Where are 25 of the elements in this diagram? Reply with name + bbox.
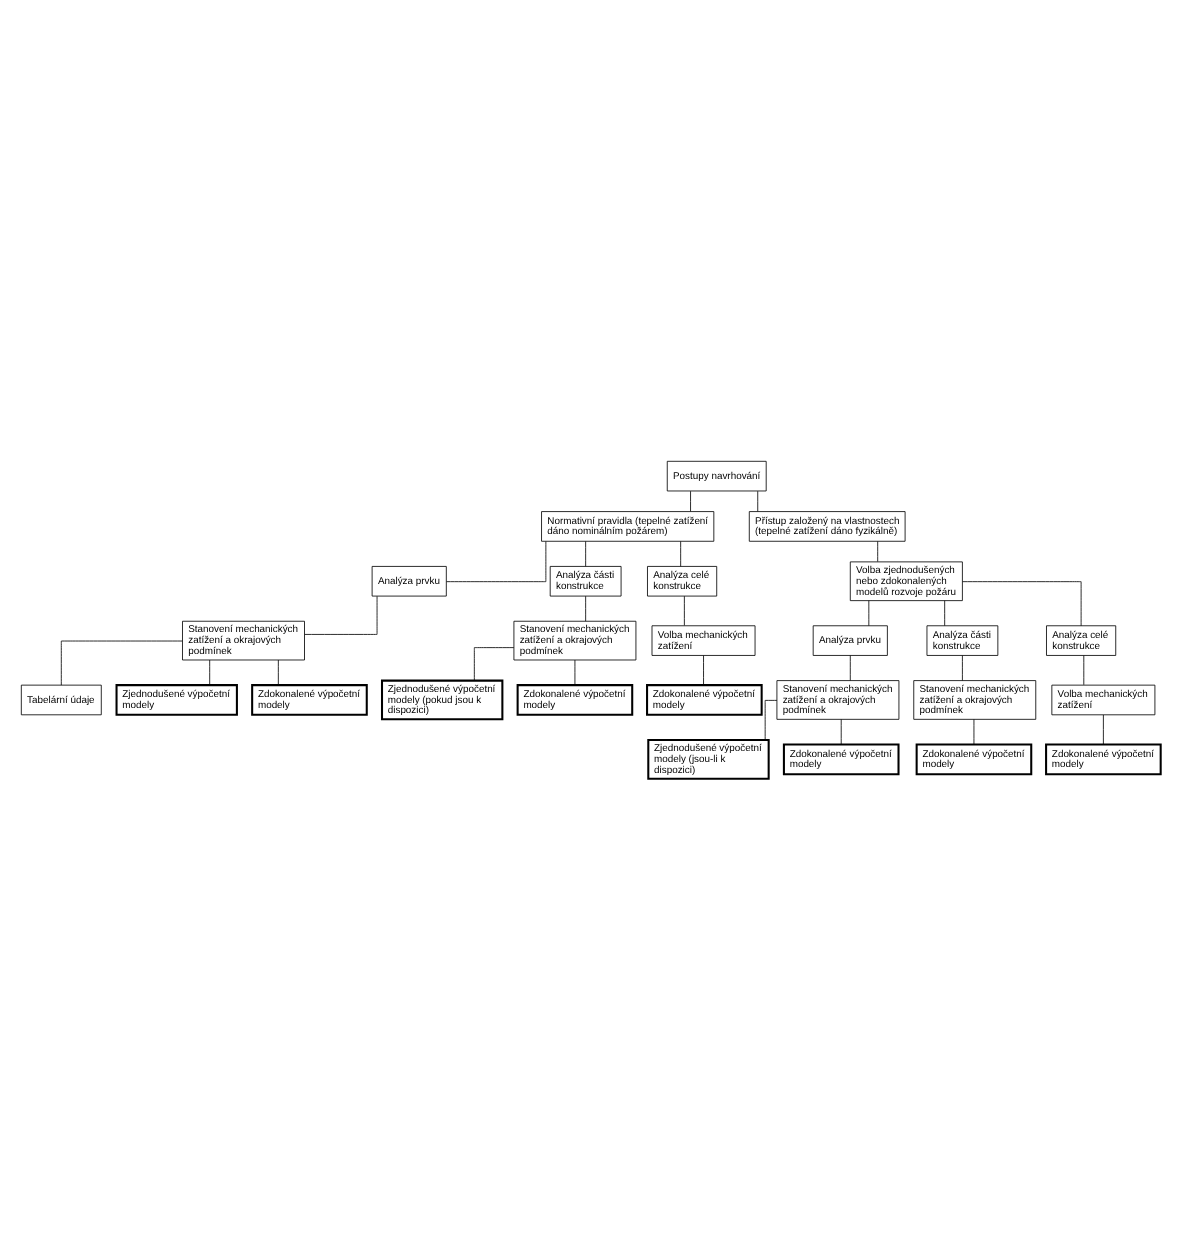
connector (877, 541, 879, 562)
connector (1083, 655, 1085, 686)
connector (60, 640, 183, 686)
connector (962, 655, 963, 681)
connector (683, 595, 685, 626)
connector (849, 655, 851, 681)
connector (585, 595, 587, 622)
connector (973, 719, 975, 745)
connector (868, 600, 870, 627)
connector (703, 655, 704, 686)
connector (680, 541, 682, 567)
connector (446, 541, 547, 583)
connector (304, 595, 378, 635)
connector (277, 659, 279, 686)
connector (690, 490, 691, 512)
connector (840, 719, 842, 745)
connector (764, 699, 778, 741)
connector (209, 659, 211, 686)
connector (962, 581, 1082, 627)
connector (585, 541, 587, 567)
connector (473, 647, 515, 681)
connector (757, 490, 759, 512)
connector (944, 600, 946, 627)
connector (1102, 714, 1104, 745)
connector (574, 659, 576, 686)
